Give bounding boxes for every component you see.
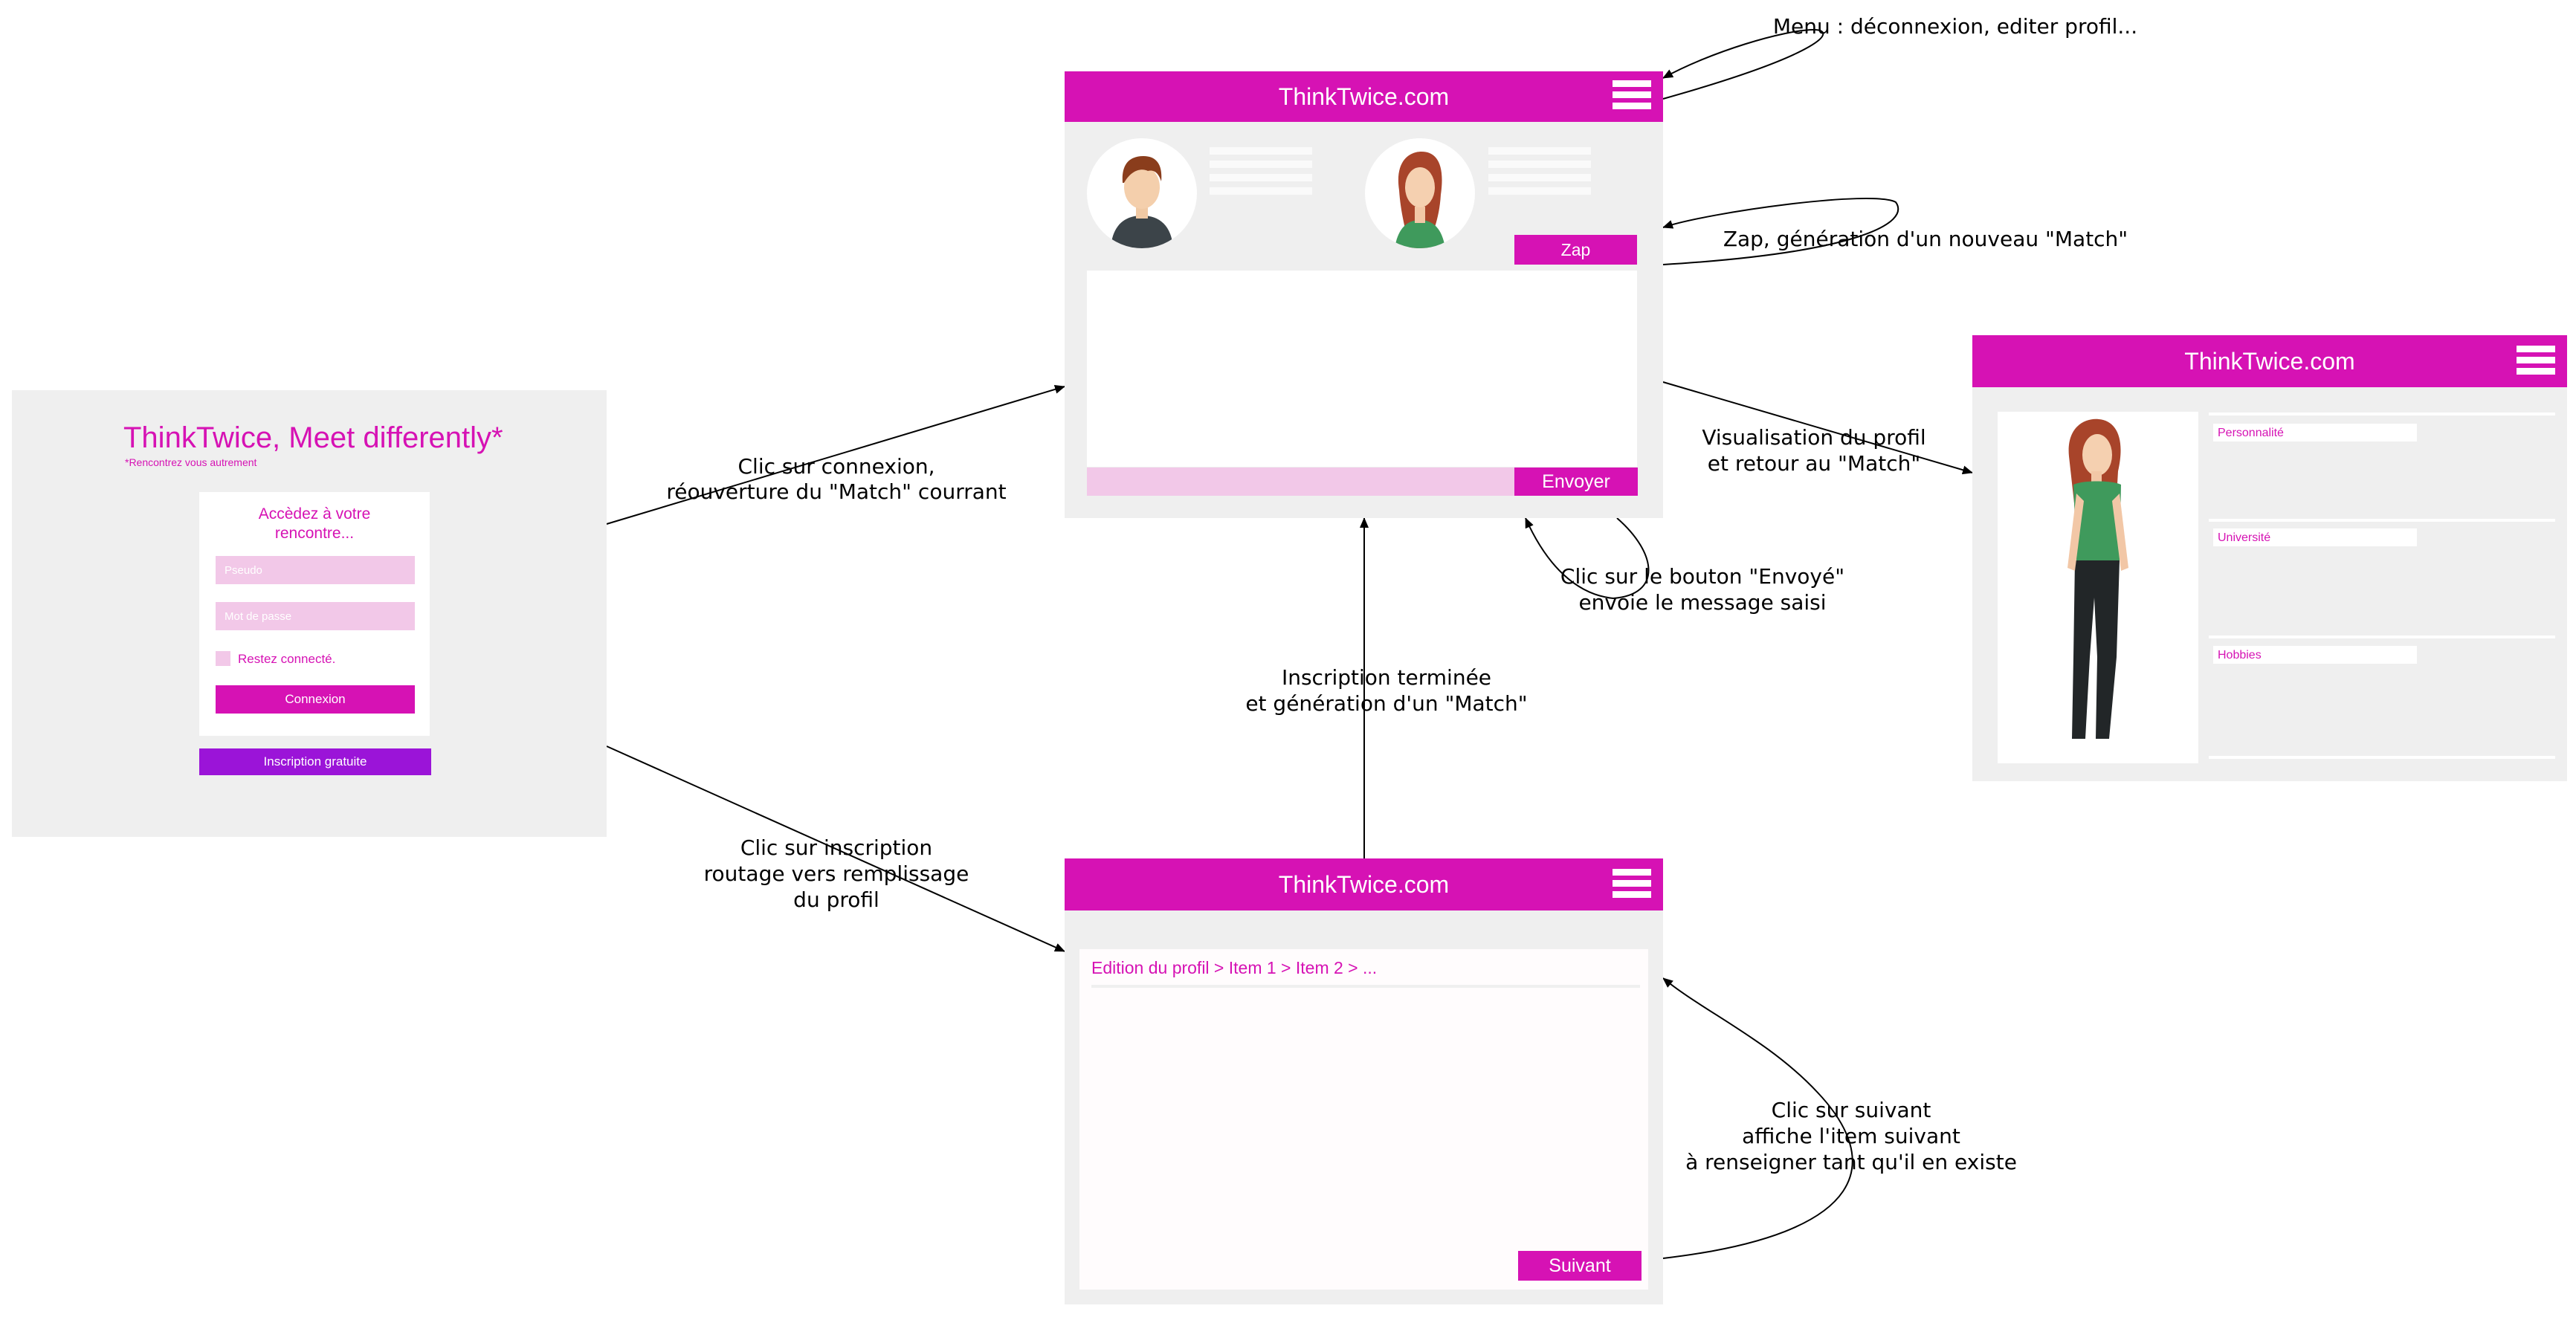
annotation-envoye-1: Clic sur le bouton "Envoyé" [1560,564,1845,589]
annotation-envoye-2: envoie le message saisi [1578,590,1827,615]
arrow-suivant [1662,977,1853,1259]
profile-section-label: Université [2213,528,2417,546]
user-info-line [1210,174,1312,181]
menu-icon[interactable] [2517,346,2555,375]
next-button[interactable]: Suivant [1518,1251,1642,1281]
annotation-connexion-2: réouverture du "Match" courrant [666,479,1007,504]
remember-label: Restez connecté. [238,652,336,666]
arrow-envoye [1525,517,1650,600]
breadcrumb-divider [1091,985,1640,988]
user-info-line [1488,161,1591,168]
arrow-visualisation [1652,375,1973,475]
profile-edit-form: Edition du profil > Item 1 > Item 2 > ..… [1079,949,1648,1290]
profile-view-header: ThinkTwice.com [1972,335,2567,387]
user-avatar-female[interactable] [1365,138,1475,248]
menu-icon[interactable] [1613,869,1651,899]
profile-section-divider [2209,413,2555,415]
annotation-connexion-1: Clic sur connexion, [737,454,935,479]
send-button[interactable]: Envoyer [1514,468,1638,496]
password-field[interactable]: Mot de passe [216,602,415,630]
profile-photo [1998,412,2198,763]
menu-icon[interactable] [1613,80,1651,110]
user-avatar-male[interactable] [1087,138,1197,248]
annotation-suivant-1: Clic sur suivant [1771,1098,1931,1122]
password-placeholder: Mot de passe [225,610,292,623]
user-info-line [1488,187,1591,195]
profile-view-screen: ThinkTwice.com Personnalité Université H… [1972,335,2567,781]
user-info-line [1210,187,1312,195]
match-header: ThinkTwice.com [1065,71,1663,122]
annotation-visualisation-1: Visualisation du profil [1702,425,1926,450]
user-info-line [1210,147,1312,155]
annotation-inscription-1: Clic sur inscription [740,835,933,860]
login-card: Accèdez à votre rencontre... Pseudo Mot … [199,492,430,736]
login-card-heading-2: rencontre... [274,525,355,542]
profile-section-label: Personnalité [2213,424,2417,441]
login-card-heading-1: Accèdez à votre [258,505,371,523]
annotation-visualisation-2: et retour au "Match" [1707,451,1921,476]
annotation-inscription-done-2: et génération d'un "Match" [1245,691,1528,716]
pseudo-field[interactable]: Pseudo [216,556,415,584]
arrow-connexion [606,384,1065,525]
annotation-inscription-done-1: Inscription terminée [1281,665,1492,690]
profile-edit-header: ThinkTwice.com [1065,858,1663,910]
connexion-button[interactable]: Connexion [216,685,415,714]
arrow-zap [1662,198,1899,265]
profile-section-divider [2209,756,2555,759]
user-info-line [1488,174,1591,181]
profile-view-site-title: ThinkTwice.com [2184,348,2355,375]
female-avatar-icon [1395,152,1445,248]
profile-section-divider [2209,519,2555,522]
annotation-inscription-2: routage vers remplissage [703,861,969,886]
message-input[interactable] [1087,468,1515,496]
annotation-inscription-3: du profil [793,887,879,912]
login-subtitle: *Rencontrez vous autrement [125,456,257,468]
pseudo-placeholder: Pseudo [225,564,262,577]
match-screen: ThinkTwice.com Zap Envoyer [1065,71,1663,518]
arrow-menu [1662,28,1824,100]
user-info-line [1210,161,1312,168]
annotation-zap: Zap, génération d'un nouveau "Match" [1723,227,2128,251]
annotation-suivant-2: affiche l'item suivant [1742,1124,1960,1148]
signup-button[interactable]: Inscription gratuite [199,748,431,775]
breadcrumb: Edition du profil > Item 1 > Item 2 > ..… [1091,958,1378,977]
annotation-menu: Menu : déconnexion, editer profil... [1772,14,2138,39]
male-avatar-icon [1111,156,1173,248]
chat-area [1087,271,1637,467]
female-figure-icon [2067,418,2128,739]
profile-edit-site-title: ThinkTwice.com [1278,871,1450,898]
zap-button[interactable]: Zap [1514,235,1637,265]
annotation-suivant-3: à renseigner tant qu'il en existe [1685,1150,2017,1174]
profile-section-divider [2209,635,2555,638]
match-site-title: ThinkTwice.com [1278,83,1450,110]
login-title: ThinkTwice, Meet differently* [123,421,503,454]
remember-checkbox[interactable] [216,651,230,666]
profile-section-label: Hobbies [2213,646,2417,664]
arrow-inscription [606,745,1065,952]
user-info-line [1488,147,1591,155]
profile-edit-screen: ThinkTwice.com Edition du profil > Item … [1065,858,1663,1304]
login-screen: ThinkTwice, Meet differently* *Rencontre… [12,390,607,837]
